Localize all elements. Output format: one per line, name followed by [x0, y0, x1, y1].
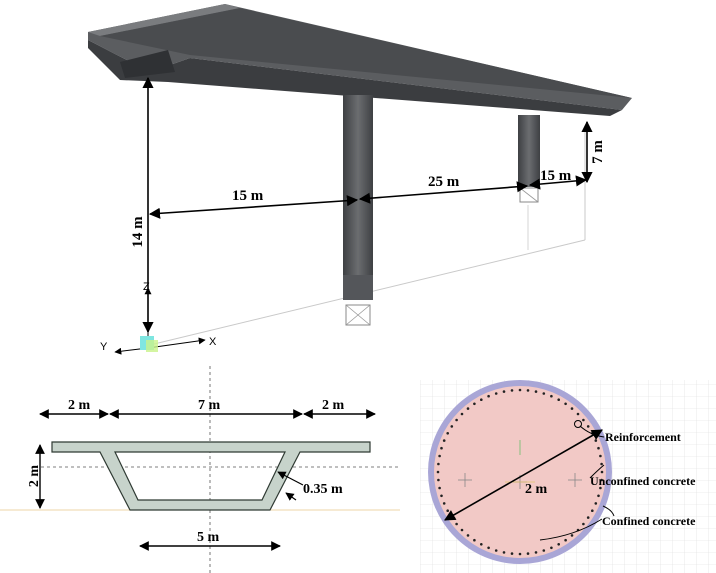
rebar-dot — [460, 412, 464, 416]
span-dim-right — [528, 175, 588, 190]
rebar-dot — [473, 538, 476, 542]
rebar-dot — [534, 551, 538, 554]
rebar-dot — [557, 543, 560, 546]
rebar-dot — [597, 446, 600, 450]
rebar-dot — [582, 418, 585, 422]
rebar-dot — [526, 552, 530, 555]
rebar-dot — [518, 552, 522, 556]
deck-cross-section: 2 m 7 m 2 m 2 m 0.35 m 5 m — [0, 366, 400, 573]
rebar-dot — [510, 389, 514, 392]
rebar-dot — [570, 407, 574, 410]
rebar-dot — [487, 546, 490, 550]
rebar-dot — [487, 394, 490, 398]
rebar-dot — [440, 446, 443, 450]
rebar-dot — [564, 538, 567, 542]
thickness-label: 0.35 m — [303, 482, 343, 497]
deck-girder — [88, 4, 632, 116]
rebar-dot — [576, 412, 580, 416]
diameter-label: 2 m — [525, 482, 548, 497]
rebar-dot — [437, 462, 440, 466]
rebar-dot — [455, 522, 458, 526]
thickness-arrow — [277, 471, 304, 486]
rebar-dot — [582, 522, 585, 526]
rebar-dot — [466, 534, 470, 537]
pier-2 — [518, 115, 540, 203]
span-dim-left — [148, 195, 359, 219]
rebar-dot — [534, 390, 538, 393]
rebar-dot — [480, 543, 483, 546]
rebar-dot — [442, 439, 446, 442]
cantilever-left-label: 2 m — [68, 398, 91, 413]
rebar-dot — [438, 454, 441, 458]
depth-label: 2 m — [27, 465, 42, 488]
rebar-dot — [494, 392, 498, 395]
rebar-dot — [597, 494, 600, 498]
rebar-dot — [473, 402, 476, 406]
rebar-dot — [594, 439, 598, 442]
rebar-dot — [599, 454, 602, 458]
bottom-width-label: 5 m — [197, 530, 220, 545]
rebar-dot — [494, 549, 498, 552]
rebar-dot — [510, 552, 514, 555]
axis-triad: Z X Y — [100, 281, 217, 355]
rebar-dot — [557, 398, 560, 402]
rebar-dot — [436, 470, 440, 474]
rebar-dot — [526, 389, 530, 392]
rebar-dot — [502, 390, 506, 393]
rebar-dot — [550, 546, 553, 550]
pier-1 — [343, 95, 373, 326]
rebar-dot — [466, 407, 470, 410]
rebar-dot — [570, 534, 574, 537]
rebar-dot — [438, 486, 441, 490]
confined-callout-2 — [602, 505, 615, 517]
rebar-dot — [446, 509, 450, 512]
rebar-dot — [460, 528, 464, 532]
confined-label: Confined concrete — [602, 514, 696, 528]
unconfined-callout — [589, 464, 605, 479]
rebar-dot — [586, 516, 590, 519]
rebar-dot — [564, 402, 567, 406]
rebar-dot — [440, 494, 443, 498]
span-mid-label: 25 m — [428, 174, 460, 190]
rebar-dot — [594, 502, 598, 505]
dim-diameter — [444, 429, 603, 521]
pier-cross-section: 2 m Reinforcement Unconfined concrete Co… — [420, 380, 716, 573]
height-7-label: 7 m — [590, 140, 606, 164]
rebar-dot — [600, 462, 603, 466]
axis-z-label: Z — [143, 281, 150, 293]
axis-x-label: X — [209, 336, 217, 348]
thickness-arrow-2 — [285, 492, 297, 501]
rebar-dot — [442, 502, 446, 505]
cantilever-right-label: 2 m — [322, 398, 345, 413]
rebar-dot — [550, 394, 553, 398]
unconfined-label: Unconfined concrete — [590, 474, 696, 488]
reinforcement-label: Reinforcement — [605, 430, 681, 444]
rebar-dot — [600, 470, 604, 474]
reinforcement-marker — [574, 420, 582, 428]
rebar-dot — [455, 418, 458, 422]
rebar-dot — [437, 478, 440, 482]
box-girder-shape — [51, 441, 371, 511]
rebar-dot — [591, 509, 594, 512]
bridge-3d-model: 14 m 15 m 25 m 15 m 7 m Z X Y — [88, 4, 632, 355]
axis-y-label: Y — [100, 341, 108, 353]
rebar-dot — [542, 549, 546, 552]
rebar-dot — [518, 388, 522, 392]
rebar-dot — [446, 432, 450, 435]
span-left-label: 15 m — [232, 188, 264, 204]
rebar-dot — [502, 551, 506, 554]
confined-callout — [539, 518, 603, 541]
top-width-label: 7 m — [198, 398, 221, 413]
rebar-dot — [586, 425, 590, 428]
rebar-dot — [542, 392, 546, 395]
span-dim-mid — [358, 181, 529, 204]
rebar-dot — [480, 398, 483, 402]
rebar-dot — [450, 425, 454, 428]
reinforcement-callout — [579, 425, 605, 438]
height-14-label: 14 m — [130, 216, 146, 248]
concrete-core — [434, 386, 606, 558]
span-right-label: 15 m — [540, 168, 572, 184]
